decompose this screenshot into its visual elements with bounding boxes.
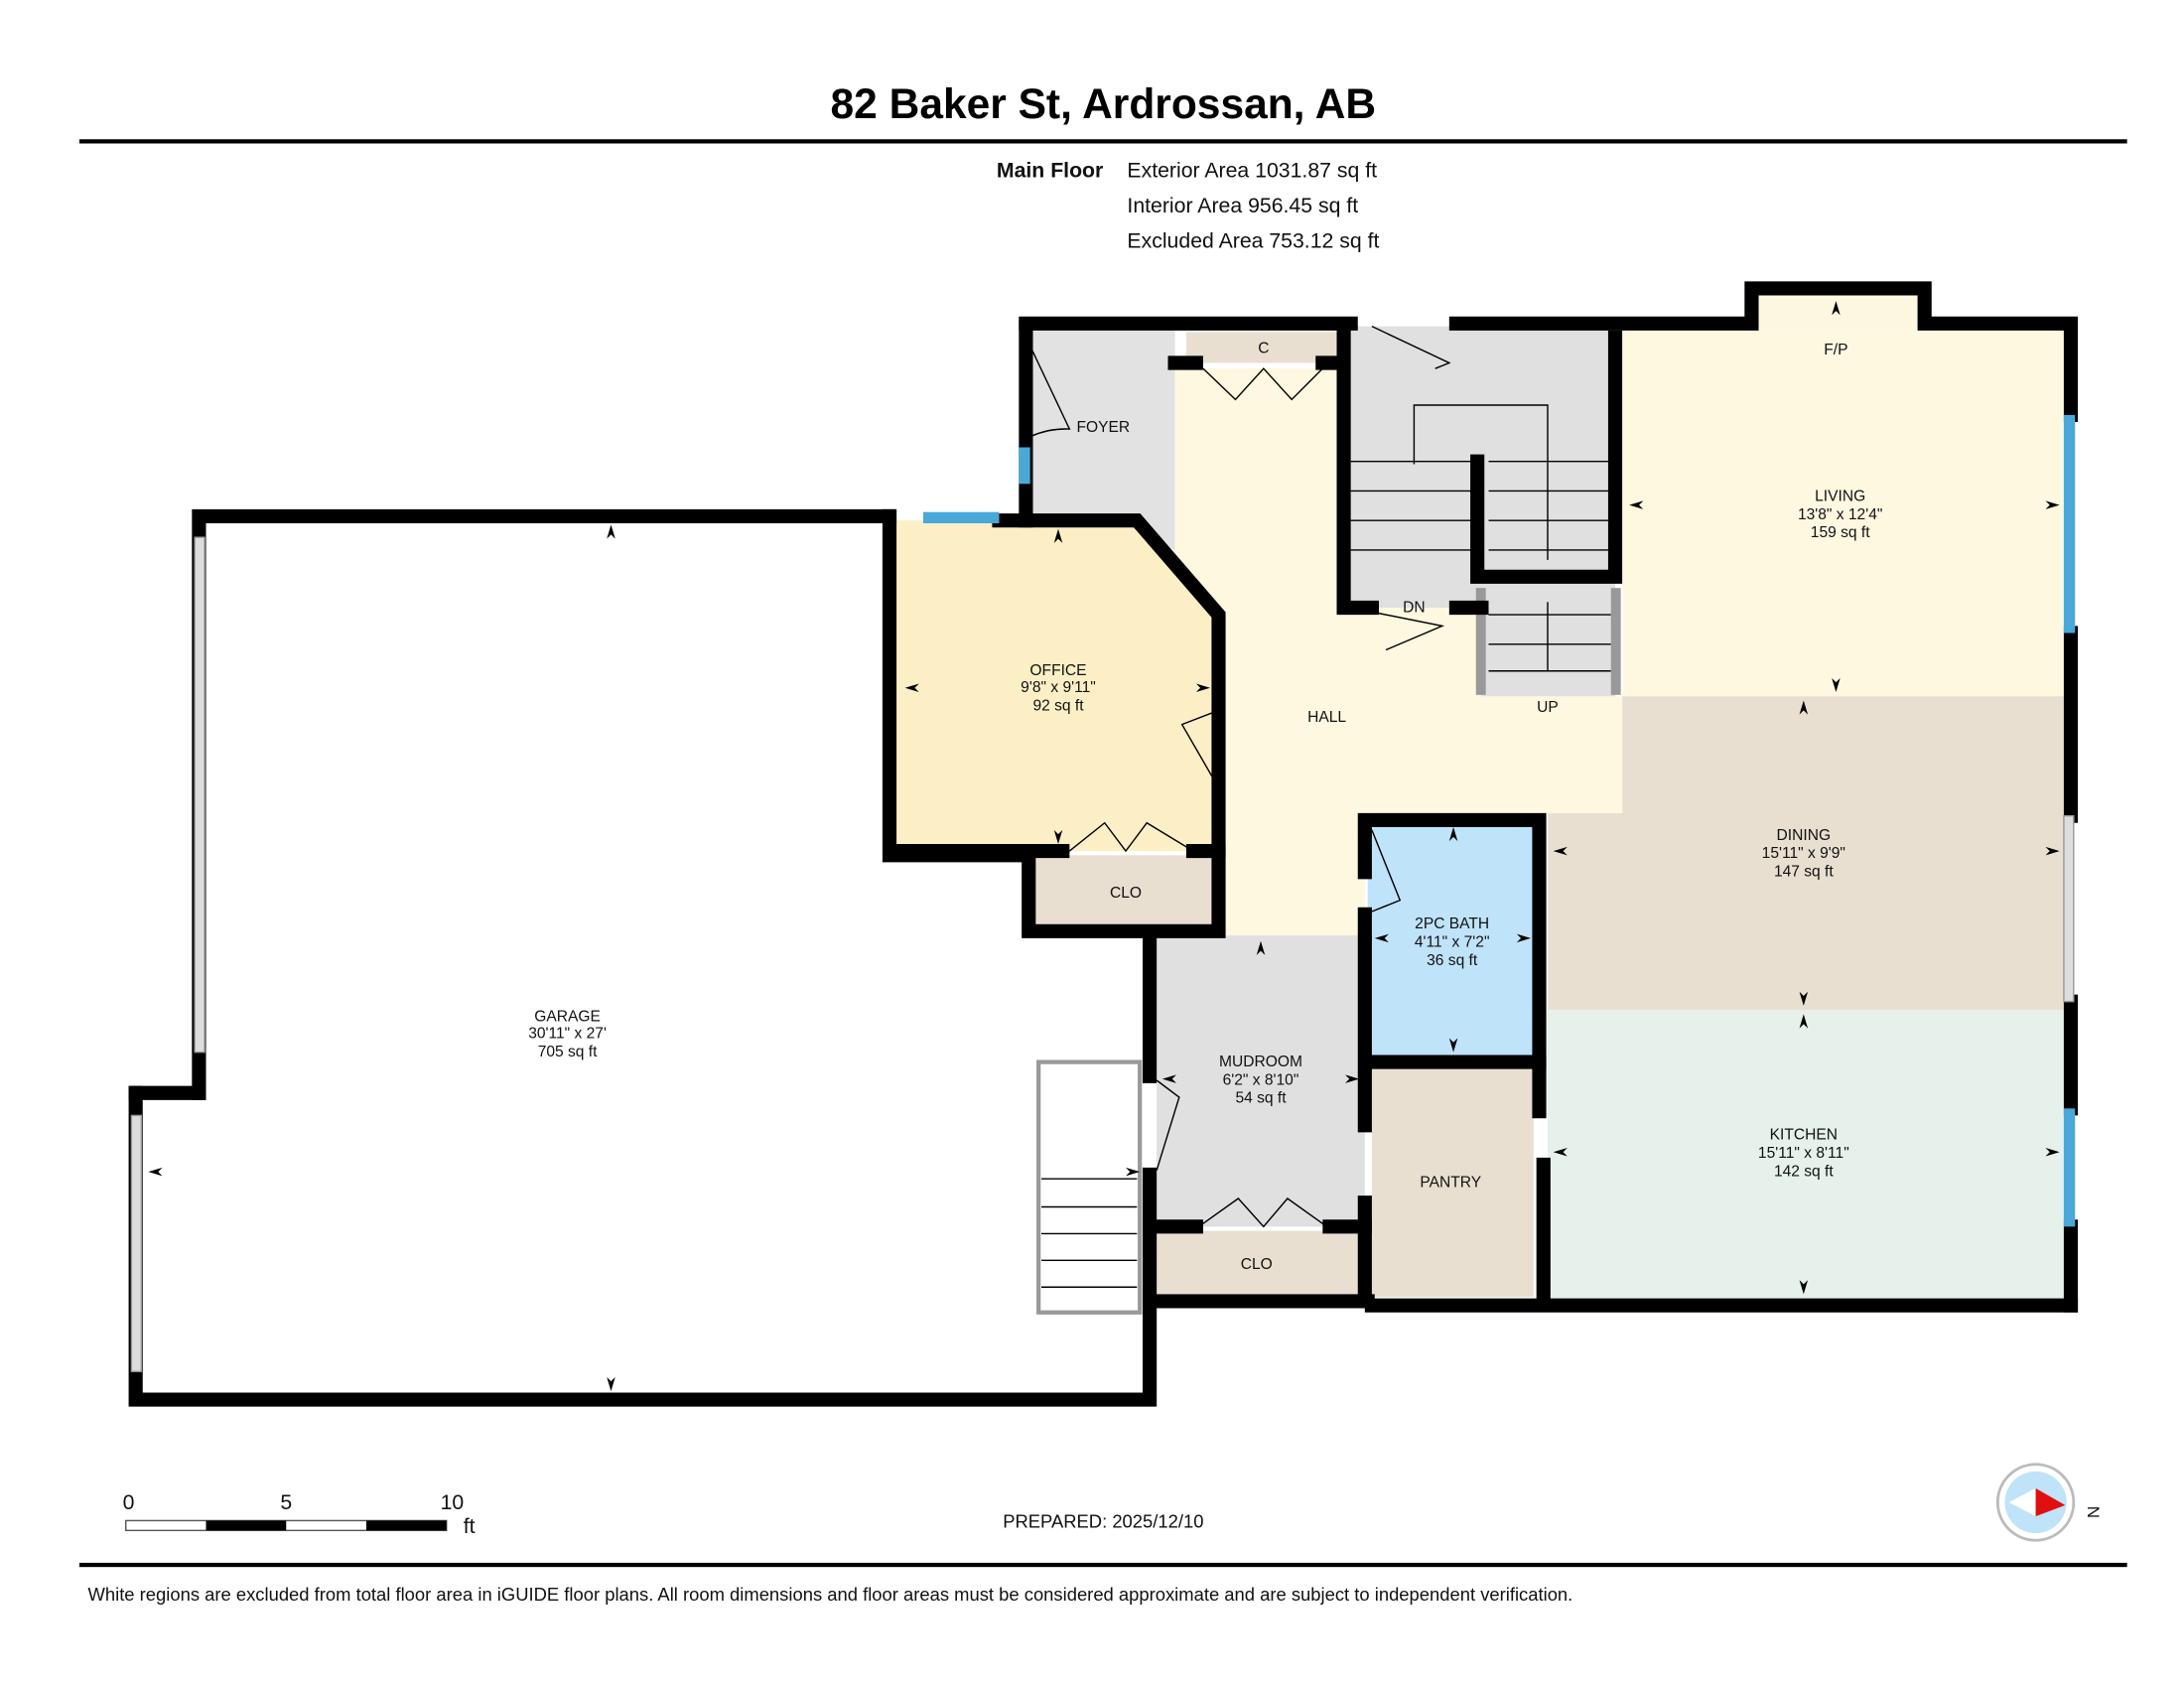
exterior-area: Exterior Area 1031.87 sq ft xyxy=(1127,159,1377,183)
dining-name: DINING xyxy=(1777,827,1832,844)
dining-area-label: 147 sq ft xyxy=(1774,864,1834,881)
dimension-arrows xyxy=(148,301,2060,1392)
foyer-area xyxy=(1025,326,1175,552)
floor-name: Main Floor xyxy=(997,159,1103,183)
compass-icon: N xyxy=(1995,1463,2103,1542)
interior-area: Interior Area 956.45 sq ft xyxy=(1127,194,1358,217)
garage-area-label: 705 sq ft xyxy=(538,1044,598,1060)
footer-divider xyxy=(79,1562,2127,1568)
kitchen-name: KITCHEN xyxy=(1770,1127,1838,1144)
dining-area xyxy=(1548,696,2069,1011)
scale-bar: 0 5 10 ft xyxy=(123,1490,476,1538)
page-title: 82 Baker St, Ardrossan, AB xyxy=(831,81,1377,128)
garage-name: GARAGE xyxy=(534,1009,601,1026)
stairs-down-label: DN xyxy=(1403,599,1426,616)
header-divider xyxy=(79,139,2127,144)
office-area xyxy=(893,520,1219,852)
office-dims: 9'8" x 9'11" xyxy=(1021,679,1096,696)
mudroom-name: MUDROOM xyxy=(1219,1054,1302,1070)
bath-area xyxy=(1367,819,1534,1058)
mudroom-area-label: 54 sq ft xyxy=(1235,1090,1287,1107)
closet-c-name: C xyxy=(1258,341,1269,357)
living-name: LIVING xyxy=(1815,488,1865,504)
garage-area xyxy=(135,515,1151,1400)
office-closet-name: CLO xyxy=(1110,885,1142,902)
mudroom-closet-area xyxy=(1157,1230,1358,1295)
office-area-label: 92 sq ft xyxy=(1032,697,1084,714)
excluded-area: Excluded Area 753.12 sq ft xyxy=(1127,228,1379,252)
mudroom-area xyxy=(1157,935,1365,1227)
scale-tick-10: 10 xyxy=(441,1490,465,1514)
compass-north-label: N xyxy=(2084,1506,2103,1518)
openings xyxy=(130,536,2075,1372)
hall-area xyxy=(1174,368,1623,936)
prepared-date: PREPARED: 2025/12/10 xyxy=(1003,1511,1203,1532)
bath-name: 2PC BATH xyxy=(1415,915,1489,932)
windows xyxy=(923,414,2076,1227)
stairs xyxy=(1036,404,1621,1315)
bath-area-label: 36 sq ft xyxy=(1427,952,1478,969)
mudroom-closet-name: CLO xyxy=(1241,1256,1273,1273)
scale-unit: ft xyxy=(464,1514,476,1538)
scale-tick-0: 0 xyxy=(123,1490,135,1514)
fireplace-name: F/P xyxy=(1824,342,1847,358)
living-dims: 13'8" x 12'4" xyxy=(1798,506,1882,523)
foyer-name: FOYER xyxy=(1076,419,1130,436)
hall-name: HALL xyxy=(1307,709,1346,726)
office-name: OFFICE xyxy=(1029,662,1086,679)
disclaimer: White regions are excluded from total fl… xyxy=(87,1584,1572,1605)
pantry-area xyxy=(1371,1065,1534,1298)
kitchen-dims: 15'11" x 8'11" xyxy=(1758,1145,1849,1162)
doors xyxy=(1030,326,1451,1228)
garage-dims: 30'11" x 27' xyxy=(528,1026,607,1043)
dining-dims: 15'11" x 9'9" xyxy=(1762,845,1845,862)
kitchen-area-label: 142 sq ft xyxy=(1774,1163,1834,1180)
pantry-name: PANTRY xyxy=(1420,1175,1481,1192)
room-labels: GARAGE 30'11" x 27' 705 sq ft OFFICE 9'8… xyxy=(528,341,1882,1273)
stairs-up-label: UP xyxy=(1537,699,1559,716)
mudroom-dims: 6'2" x 8'10" xyxy=(1223,1071,1299,1088)
scale-tick-5: 5 xyxy=(280,1490,292,1514)
closet-c-area xyxy=(1185,332,1340,363)
kitchen-area xyxy=(1548,1010,2069,1302)
office-closet-area xyxy=(1033,855,1213,928)
living-area-label: 159 sq ft xyxy=(1811,524,1870,541)
bath-dims: 4'11" x 7'2" xyxy=(1415,933,1490,950)
living-area xyxy=(1622,326,2069,697)
